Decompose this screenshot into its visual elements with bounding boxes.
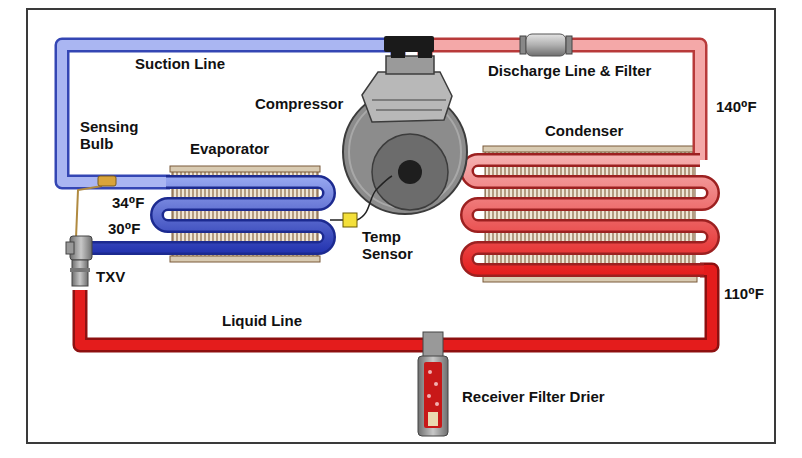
discharge-filter xyxy=(520,34,572,56)
evaporator-tubes xyxy=(84,182,329,248)
condenser-tubes xyxy=(467,160,713,270)
part-label: 110⁰F xyxy=(724,285,764,302)
part-label: Suction Line xyxy=(135,55,225,72)
sensor-wire xyxy=(330,219,343,221)
part-label: Receiver Filter Drier xyxy=(462,388,605,405)
part-label: 30⁰F xyxy=(108,220,140,237)
liquid-line xyxy=(80,270,712,345)
temp-sensor xyxy=(343,213,357,227)
part-label: Evaporator xyxy=(190,140,269,157)
part-label: Temp Sensor xyxy=(362,228,422,262)
sensing-bulb xyxy=(98,176,116,186)
part-label: 140⁰F xyxy=(716,98,757,115)
capillary-tube xyxy=(76,186,102,238)
compressor xyxy=(343,36,467,214)
part-label: 34⁰F xyxy=(112,194,144,211)
frame xyxy=(27,9,775,443)
receiver-drier xyxy=(418,332,448,436)
txv-valve xyxy=(66,236,92,286)
part-label: Sensing Bulb xyxy=(80,118,144,152)
part-label: Discharge Line & Filter xyxy=(488,62,651,79)
part-label: Condenser xyxy=(545,122,623,139)
part-label: Compressor xyxy=(255,95,343,112)
part-label: TXV xyxy=(96,268,125,285)
part-label: Liquid Line xyxy=(222,312,302,329)
sensor-wire xyxy=(357,176,392,220)
